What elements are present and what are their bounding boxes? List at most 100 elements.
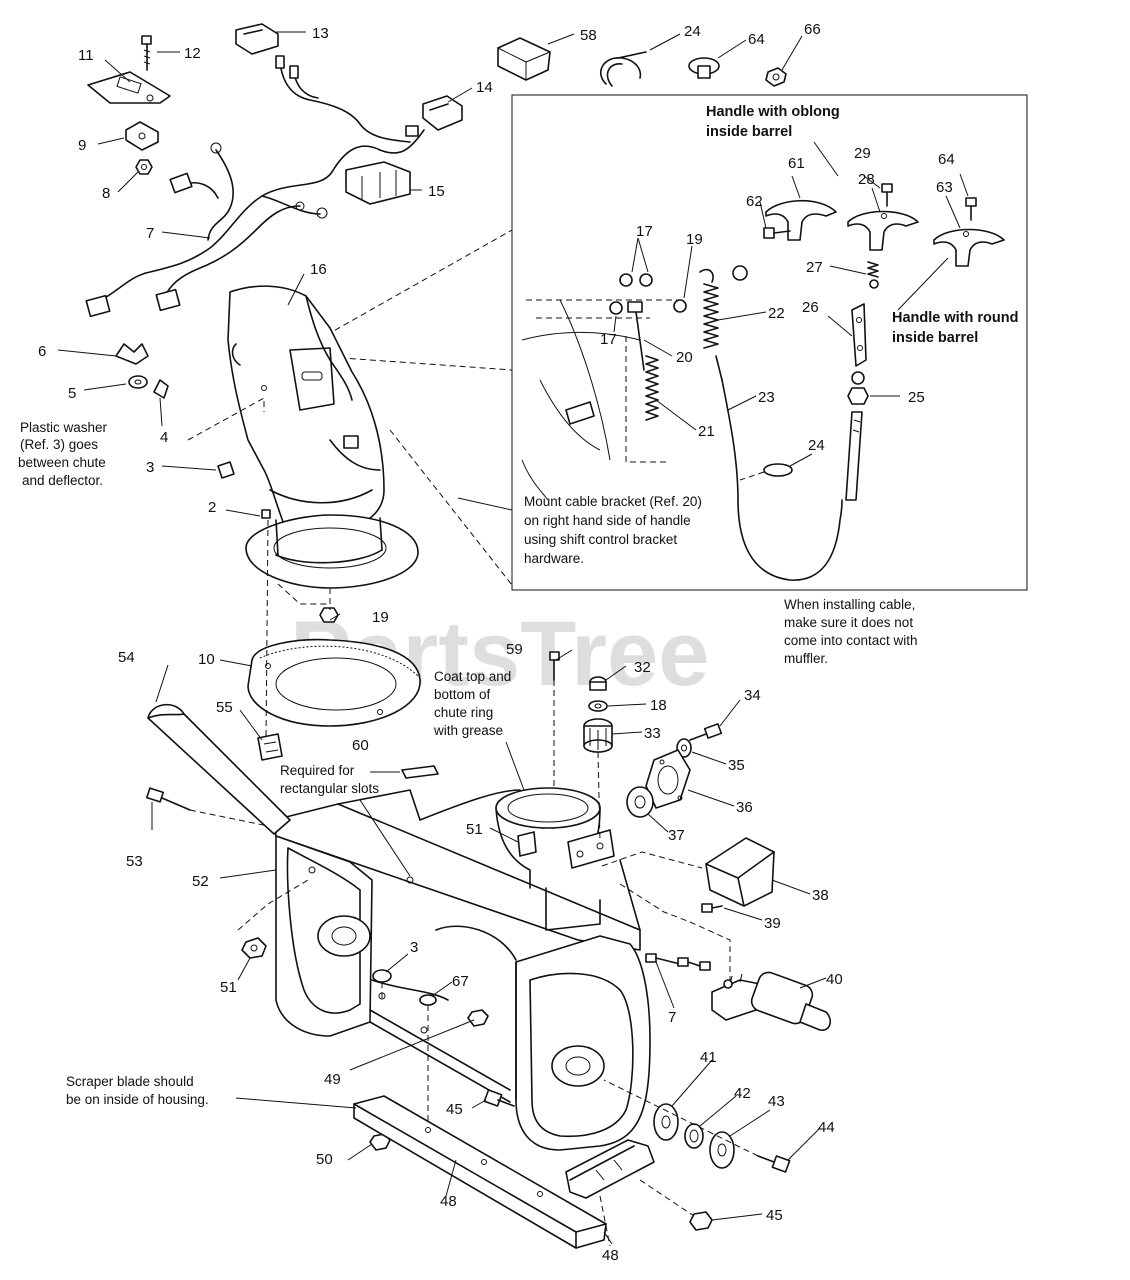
part-number-label: 48 [440,1193,457,1210]
part-number-label: 38 [812,887,829,904]
part-64-screw-icon [965,197,977,221]
part-number-label: 32 [634,659,651,676]
part-number-label: 51 [220,979,237,996]
part-number-label: 40 [826,971,843,988]
part-10-plate-icon [87,71,171,104]
part-5-washer-icon [128,375,148,389]
part-11-gear-ring-icon [247,638,421,727]
note-handle-oblong: Handle with oblong inside barrel [706,104,840,140]
part-55-bolt-icon [145,787,269,827]
note-line: (Ref. 3) goes [20,437,98,452]
part-number-label: 35 [728,757,745,774]
part-number-label: 48 [602,1247,619,1264]
part-number-labels: 11 12 9 8 7 13 14 15 16 6 5 4 3 2 19 10 … [38,21,955,1264]
part-32-cap-icon [589,676,607,691]
part-number-label: 15 [428,183,445,200]
inset-handle-outline-icon [521,299,680,501]
note-scraper-blade: Scraper blade should be on inside of hou… [66,1074,209,1107]
part-number-label: 19 [372,609,389,626]
part-3-carriage-bolt-icon [372,969,392,1000]
part-44-bolt-icon [603,1079,791,1173]
part-54-auger-housing-icon [273,787,651,1151]
part-45-nut-icon [639,1179,713,1231]
part-number-label: 6 [38,343,46,360]
note-line: using shift control bracket [524,532,677,547]
part-27-spring-icon [867,261,879,289]
part-number-label: 63 [936,179,953,196]
part-number-label: 60 [352,737,369,754]
note-line: chute ring [434,705,493,720]
leader-lines [57,31,969,1245]
part-number-label: 61 [788,155,805,172]
part-number-label: 42 [734,1085,751,1102]
part-58-block-icon [497,37,551,81]
part-number-label: 41 [700,1049,717,1066]
part-17-nut-icon [609,273,653,315]
part-number-label: 27 [806,259,823,276]
part-59-bolt-icon [549,651,560,786]
part-number-label: 39 [764,915,781,932]
part-8-nut-icon [135,159,153,175]
part-35-washer-icon [676,738,692,758]
part-number-label: 45 [446,1101,463,1118]
note-line: Coat top and [434,669,511,684]
part-number-label: 49 [324,1071,341,1088]
part-15-connector-icon [345,161,411,205]
part-66-nut-icon [765,67,787,87]
part-number-label: 24 [808,437,825,454]
part-7-wire-harness-icon [85,55,425,318]
part-37-bearing-icon [626,786,654,818]
part-18-washer-icon [588,700,608,712]
part-60-bracket-icon [401,765,439,779]
part-23-cable-icon [699,268,843,581]
part-65-button-icon [688,57,720,79]
part-number-label: 19 [686,231,703,248]
part-number-label: 34 [744,687,761,704]
note-line: Scraper blade should [66,1074,194,1089]
part-number-label: 21 [698,423,715,440]
part-number-label: 7 [146,225,154,242]
part-61-handle-icon [765,199,837,241]
note-coat-grease: Coat top and bottom of chute ring with g… [433,669,511,738]
part-14-switch-icon [422,95,463,131]
note-line: on right hand side of handle [524,513,691,528]
part-number-label: 17 [600,331,617,348]
part-number-label: 64 [748,31,765,48]
drop-line [601,851,703,869]
part-number-label: 3 [410,939,418,956]
note-line: bottom of [434,687,491,702]
part-24-clip-icon [739,463,793,481]
part-20-cable-bracket-icon [627,301,645,371]
note-line: Plastic washer [20,420,108,435]
part-number-label: 55 [216,699,233,716]
part-41-flange-icon [653,1103,679,1141]
part-chute-base-ring-icon [245,514,419,589]
part-number-label: 59 [506,641,523,658]
note-mount-cable: Mount cable bracket (Ref. 20) on right h… [524,494,702,566]
note-line: between chute [18,455,106,470]
note-line: When installing cable, [784,597,915,612]
note-line: hardware. [524,551,584,566]
part-number-label: 51 [466,821,483,838]
note-line: come into contact with [784,633,918,648]
part-number-label: 11 [78,47,94,64]
note-line: Mount cable bracket (Ref. 20) [524,494,702,509]
part-number-label: 44 [818,1119,835,1136]
part-3-bolt-icon [217,461,235,479]
part-number-label: 62 [746,193,763,210]
part-39-screw-icon [701,903,723,913]
part-62-screw-icon [763,227,791,239]
part-48-skid-shoe-icon [565,1139,655,1247]
part-number-label: 36 [736,799,753,816]
part-50-scraper-blade-icon [353,1095,607,1249]
part-52-nut-icon [237,879,309,959]
part-56-deflector-icon [147,703,291,835]
part-number-label: 23 [758,389,775,406]
part-12-bolt-icon [141,35,152,71]
part-28-handle-icon [847,210,919,251]
part-38-cover-icon [705,837,775,907]
part-number-label: 2 [208,499,216,516]
part-number-label: 14 [476,79,493,96]
part-24-clamp-icon [600,51,647,87]
